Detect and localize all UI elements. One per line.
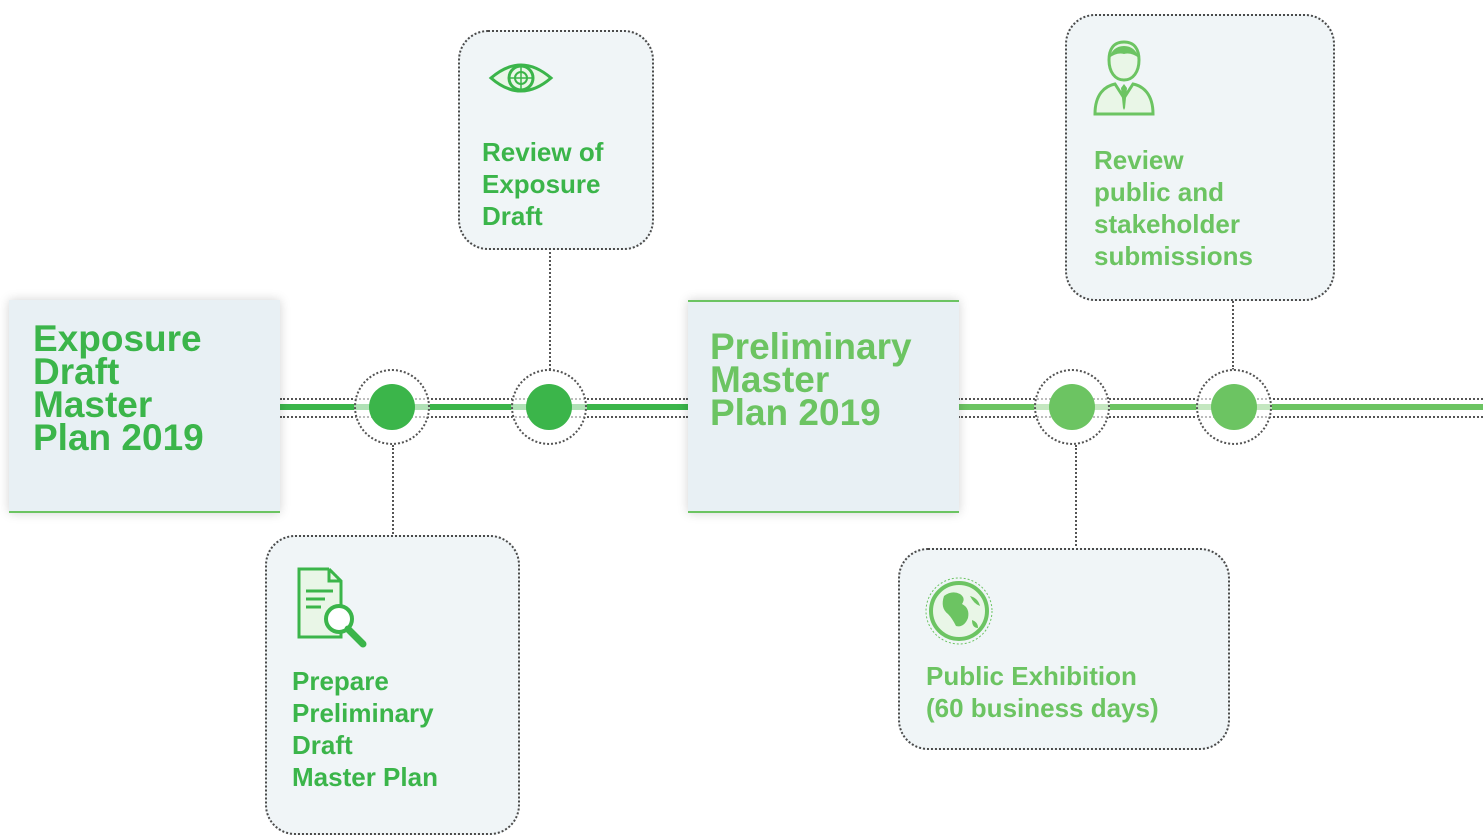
document-magnifier-icon (297, 567, 367, 648)
timeline-node-prepare[interactable] (369, 384, 415, 430)
connector-public-exhibition (1075, 445, 1077, 550)
step-review-exposure: Review of Exposure Draft (458, 30, 654, 250)
connector-review-exposure (549, 248, 551, 370)
globe-icon (925, 577, 993, 645)
timeline-node-public-exhibition[interactable] (1049, 384, 1095, 430)
step-prepare-draft-label: Prepare Preliminary Draft Master Plan (292, 666, 438, 792)
timeline-node-review-exposure[interactable] (526, 384, 572, 430)
timeline-node-review-submissions[interactable] (1211, 384, 1257, 430)
step-review-submissions-label: Review public and stakeholder submission… (1094, 145, 1253, 271)
eye-icon (488, 63, 554, 93)
step-public-exhibition-label: Public Exhibition (60 business days) (926, 661, 1159, 723)
step-review-submissions: Review public and stakeholder submission… (1065, 14, 1335, 301)
step-review-exposure-label: Review of Exposure Draft (482, 137, 604, 231)
connector-prepare (392, 445, 394, 537)
step-prepare-draft: Prepare Preliminary Draft Master Plan (265, 535, 520, 835)
step-public-exhibition: Public Exhibition (60 business days) (898, 548, 1230, 750)
businessman-icon (1093, 40, 1155, 116)
milestone-preliminary-label: Preliminary Master Plan 2019 (710, 326, 912, 433)
timeline-line-segment-1 (280, 404, 688, 410)
milestone-exposure-draft: Exposure Draft Master Plan 2019 (9, 300, 280, 513)
milestone-preliminary: Preliminary Master Plan 2019 (688, 300, 959, 513)
connector-review-submissions (1232, 298, 1234, 370)
timeline-dotted-bottom-1 (280, 416, 688, 418)
timeline-dotted-top-1 (280, 398, 688, 400)
milestone-exposure-draft-label: Exposure Draft Master Plan 2019 (33, 318, 204, 458)
